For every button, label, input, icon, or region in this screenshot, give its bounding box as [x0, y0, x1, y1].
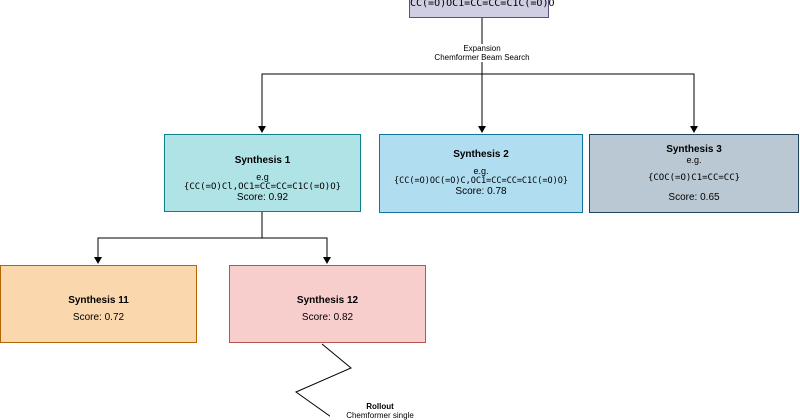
synthesis-3-title: Synthesis 3	[666, 144, 722, 155]
expansion-line2: Chemformer Beam Search	[434, 53, 530, 62]
synthesis-3-eg: e.g.	[686, 155, 702, 165]
synthesis-1-smiles: {CC(=O)Cl,OC1=CC=CC=C1C(=O)O}	[183, 182, 342, 192]
rollout-label: Rollout Chemformer single	[330, 402, 430, 420]
synthesis-3-smiles: {COC(=O)C1=CC=CC}	[647, 173, 741, 183]
synthesis-1-title: Synthesis 1	[234, 155, 291, 166]
synthesis-11-title: Synthesis 11	[68, 295, 129, 306]
expansion-label: Expansion Chemformer Beam Search	[410, 44, 554, 62]
synthesis-11-node[interactable]: Synthesis 11 Score: 0.72	[0, 265, 197, 343]
synthesis-12-title: Synthesis 12	[296, 295, 359, 306]
synthesis-12-score: Score: 0.82	[301, 312, 354, 323]
synthesis-12-node[interactable]: Synthesis 12 Score: 0.82	[229, 265, 426, 343]
synthesis-2-node[interactable]: Synthesis 2 e.g. {CC(=O)OC(=O)C,OC1=CC=C…	[379, 134, 583, 213]
edge-synth1-to-synth11	[94, 212, 263, 264]
rollout-line1: Rollout	[366, 402, 394, 411]
synthesis-2-smiles: {CC(=O)OC(=O)C,OC1=CC=CC=C1C(=O)O}	[394, 176, 568, 186]
root-molecule-node[interactable]: CC(=O)OC1=CC=CC=C1C(=O)O	[409, 0, 555, 18]
synthesis-1-score: Score: 0.92	[236, 192, 289, 203]
synthesis-11-score: Score: 0.72	[72, 312, 125, 323]
synthesis-2-eg: e.g.	[473, 166, 489, 176]
rollout-line2: Chemformer single	[346, 411, 414, 420]
expansion-line1: Expansion	[463, 44, 501, 53]
synthesis-1-node[interactable]: Synthesis 1 e.g {CC(=O)Cl,OC1=CC=CC=C1C(…	[164, 134, 361, 212]
synthesis-3-score: Score: 0.65	[668, 192, 720, 203]
synthesis-1-eg: e.g	[256, 172, 269, 182]
root-smiles: CC(=O)OC1=CC=CC=C1C(=O)O	[410, 0, 555, 9]
synthesis-3-node[interactable]: Synthesis 3 e.g. {COC(=O)C1=CC=CC} Score…	[589, 134, 799, 213]
edge-root-to-synth3	[482, 73, 698, 133]
edge-rollout-zigzag	[294, 343, 352, 419]
edge-synth1-to-synth12	[262, 237, 331, 264]
edge-root-to-synth1	[258, 73, 482, 133]
synthesis-2-title: Synthesis 2	[453, 149, 509, 160]
synthesis-2-score: Score: 0.78	[455, 186, 507, 197]
